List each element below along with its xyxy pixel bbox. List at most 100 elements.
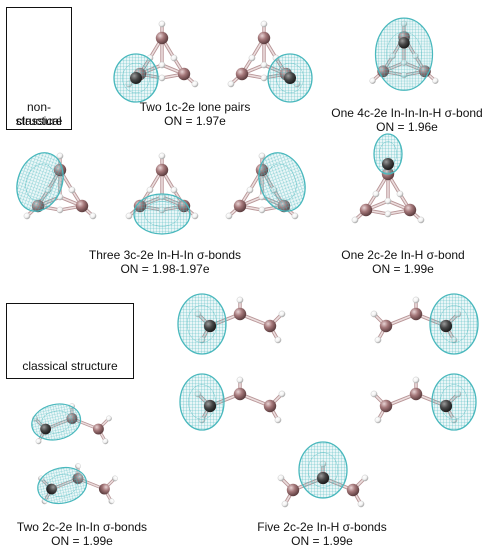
hydrogen-atom xyxy=(227,80,235,88)
orbital-outline xyxy=(429,293,479,355)
indium-atom xyxy=(98,483,110,495)
indium-atom xyxy=(286,483,300,497)
indium-atom xyxy=(409,387,423,401)
orbital-outline xyxy=(177,293,227,355)
caption-five-in-h-title: Five 2c-2e In-H σ-bonds xyxy=(257,520,387,534)
orbital-outline xyxy=(373,133,403,175)
orbital-core xyxy=(382,158,394,170)
orbital-outline xyxy=(179,373,225,431)
lone-pair-right xyxy=(227,20,313,103)
indium-atom xyxy=(233,199,247,213)
hydrogen-atom xyxy=(75,463,81,470)
orbital-outline xyxy=(37,466,88,505)
caption-lone-pairs-on: ON = 1.97e xyxy=(164,114,226,128)
caption-three-center: Three 3c-2e In-H-In σ-bonds ON = 1.98-1.… xyxy=(70,248,260,276)
hydrogen-atom xyxy=(89,212,97,220)
hydrogen-atom xyxy=(246,186,254,194)
indium-atom xyxy=(359,203,373,217)
orbital-outline xyxy=(258,152,306,212)
hydrogen-atom xyxy=(236,376,244,384)
hydrogen-atom xyxy=(412,376,420,384)
hydrogen-atom xyxy=(260,74,268,82)
orbital-contour xyxy=(144,201,180,227)
orbital-contour xyxy=(440,384,468,420)
orbital-mesh xyxy=(430,294,478,354)
orbital-outline xyxy=(31,403,82,441)
hydrogen-atom xyxy=(112,475,118,482)
in-h-bottom xyxy=(277,441,369,508)
hydrogen-atom xyxy=(384,197,392,205)
orbital-mesh xyxy=(178,294,226,354)
orbital-lobe xyxy=(179,373,225,431)
hydrogen-atom xyxy=(274,416,282,424)
hydrogen-atom xyxy=(56,206,64,214)
orbital-outline xyxy=(374,17,434,91)
orbital-lobe xyxy=(258,152,306,212)
hydrogen-atom xyxy=(361,474,369,482)
orbital-contour xyxy=(40,410,72,434)
orbital-mesh xyxy=(16,152,64,212)
indium-atom xyxy=(263,319,277,333)
hydrogen-atom xyxy=(170,186,178,194)
indium-atom xyxy=(177,67,191,81)
hydrogen-atom xyxy=(281,500,289,508)
in-in-bond-lower xyxy=(37,463,118,505)
hydrogen-atom xyxy=(23,212,31,220)
hydrogen-atom xyxy=(108,498,115,505)
three-center-right xyxy=(225,152,306,220)
hydrogen-atom xyxy=(158,152,166,160)
orbital-mesh xyxy=(375,18,433,91)
orbital-lobe xyxy=(429,293,479,355)
orbital-contour xyxy=(25,163,55,201)
hydrogen-atom xyxy=(56,152,64,160)
orbital-core xyxy=(317,472,329,484)
hydrogen-atom xyxy=(384,210,392,218)
hydrogen-atom xyxy=(396,190,404,198)
indium-atom xyxy=(233,307,247,321)
three-center-left xyxy=(16,152,97,220)
hydrogen-atom xyxy=(146,186,154,194)
in-h-top-left xyxy=(177,293,286,355)
orbital-outline xyxy=(133,193,191,235)
hydrogen-atom xyxy=(236,296,244,304)
hydrogen-atom xyxy=(191,212,199,220)
caption-four-center: One 4c-2e In-In-In-H σ-bond ON = 1.96e xyxy=(320,106,494,134)
orbital-lobe xyxy=(31,403,82,441)
hydrogen-atom xyxy=(125,212,133,220)
hydrogen-atom xyxy=(372,190,380,198)
caption-in-in: Two 2c-2e In-In σ-bonds ON = 1.99e xyxy=(2,520,162,548)
hydrogen-atom xyxy=(106,415,112,422)
hydrogen-atom xyxy=(248,54,256,62)
orbital-mesh xyxy=(37,467,87,504)
hydrogen-atom xyxy=(158,74,166,82)
in-h-mid-right xyxy=(370,373,477,431)
hydrogen-atom xyxy=(351,216,359,224)
orbital-contour xyxy=(307,452,339,488)
caption-four-center-on: ON = 1.96e xyxy=(376,120,438,134)
orbital-contour xyxy=(276,62,304,94)
orbital-outline xyxy=(431,373,477,431)
hydrogen-atom xyxy=(260,61,268,69)
orbital-core xyxy=(204,400,216,412)
orbital-lobe xyxy=(16,152,64,212)
orbital-mesh xyxy=(432,374,476,430)
non-classical-label-line1: non-classical xyxy=(16,100,62,128)
non-classical-label-line2: structure xyxy=(15,114,63,128)
orbital-core xyxy=(440,400,452,412)
orbital-lobe xyxy=(298,441,348,499)
orbital-lobe xyxy=(373,133,403,175)
indium-atom xyxy=(233,387,247,401)
orbital-mesh xyxy=(180,374,224,430)
caption-three-center-on: ON = 1.98-1.97e xyxy=(120,262,210,276)
hydrogen-atom xyxy=(432,77,439,84)
hydrogen-atom xyxy=(357,500,365,508)
hydrogen-atom xyxy=(274,336,282,344)
three-center-bottom xyxy=(125,152,199,235)
orbital-lobe xyxy=(37,466,88,505)
orbital-core xyxy=(398,37,410,49)
caption-four-center-title: One 4c-2e In-In-In-H σ-bond xyxy=(331,106,483,120)
lone-pair-left xyxy=(113,20,199,103)
classical-box: classical structure xyxy=(6,303,134,379)
caption-five-in-h: Five 2c-2e In-H σ-bonds ON = 1.99e xyxy=(232,520,412,548)
orbital-core xyxy=(440,320,452,332)
